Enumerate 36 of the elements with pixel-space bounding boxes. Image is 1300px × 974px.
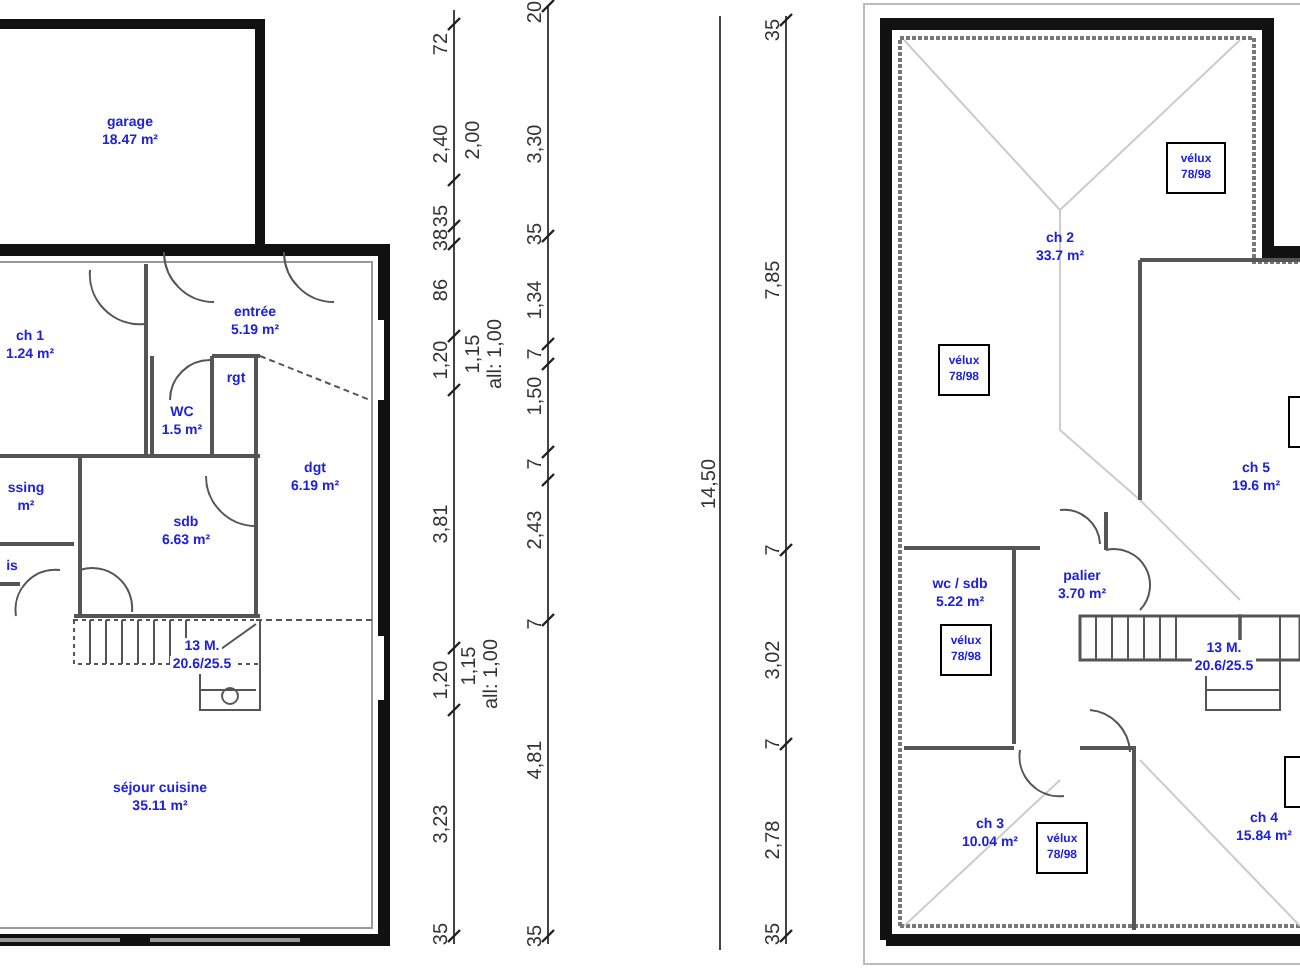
dimension-label: 2,78	[763, 820, 785, 860]
dimension-label: 35	[763, 18, 785, 42]
dimension-label: 7,85	[763, 260, 785, 300]
dimension-label: 1,15	[463, 334, 485, 374]
dimension-label: 7	[525, 458, 547, 470]
dimension-label: 35	[763, 922, 785, 946]
dimension-label: 20	[525, 0, 547, 24]
dimension-label: 35	[431, 204, 453, 228]
dimension-label: 38	[431, 228, 453, 252]
dimension-label: 1,34	[525, 280, 547, 320]
dimension-label: 72	[431, 32, 453, 56]
dimension-label: 35	[525, 222, 547, 246]
dimension-label: 3,30	[525, 124, 547, 164]
dimension-label: 1,15	[459, 646, 481, 686]
dimension-label: 4,81	[525, 740, 547, 780]
dimension-label: 7	[525, 618, 547, 630]
dimension-label: 1,50	[525, 376, 547, 416]
skylight-box	[1288, 396, 1300, 448]
dimension-label: all: 1,00	[485, 318, 507, 390]
dimension-label: 86	[431, 278, 453, 302]
dimension-label: 35	[525, 924, 547, 948]
dimension-label: 2,43	[525, 510, 547, 550]
skylight-box	[1284, 756, 1300, 808]
dimension-label: 7	[525, 348, 547, 360]
dimension-label: all: 1,00	[481, 638, 503, 710]
dimension-label: 7	[763, 544, 785, 556]
dimension-label: 7	[763, 738, 785, 750]
dimension-label: 14,50	[699, 458, 721, 510]
dimension-label: 2,40	[431, 124, 453, 164]
dimension-label: 1,20	[431, 660, 453, 700]
dimension-label: 3,02	[763, 640, 785, 680]
dimension-label: 2,00	[463, 120, 485, 160]
dimension-label: 35	[431, 922, 453, 946]
dimension-label: 1,20	[431, 340, 453, 380]
dimension-label: 3,81	[431, 504, 453, 544]
dimension-label: 3,23	[431, 804, 453, 844]
